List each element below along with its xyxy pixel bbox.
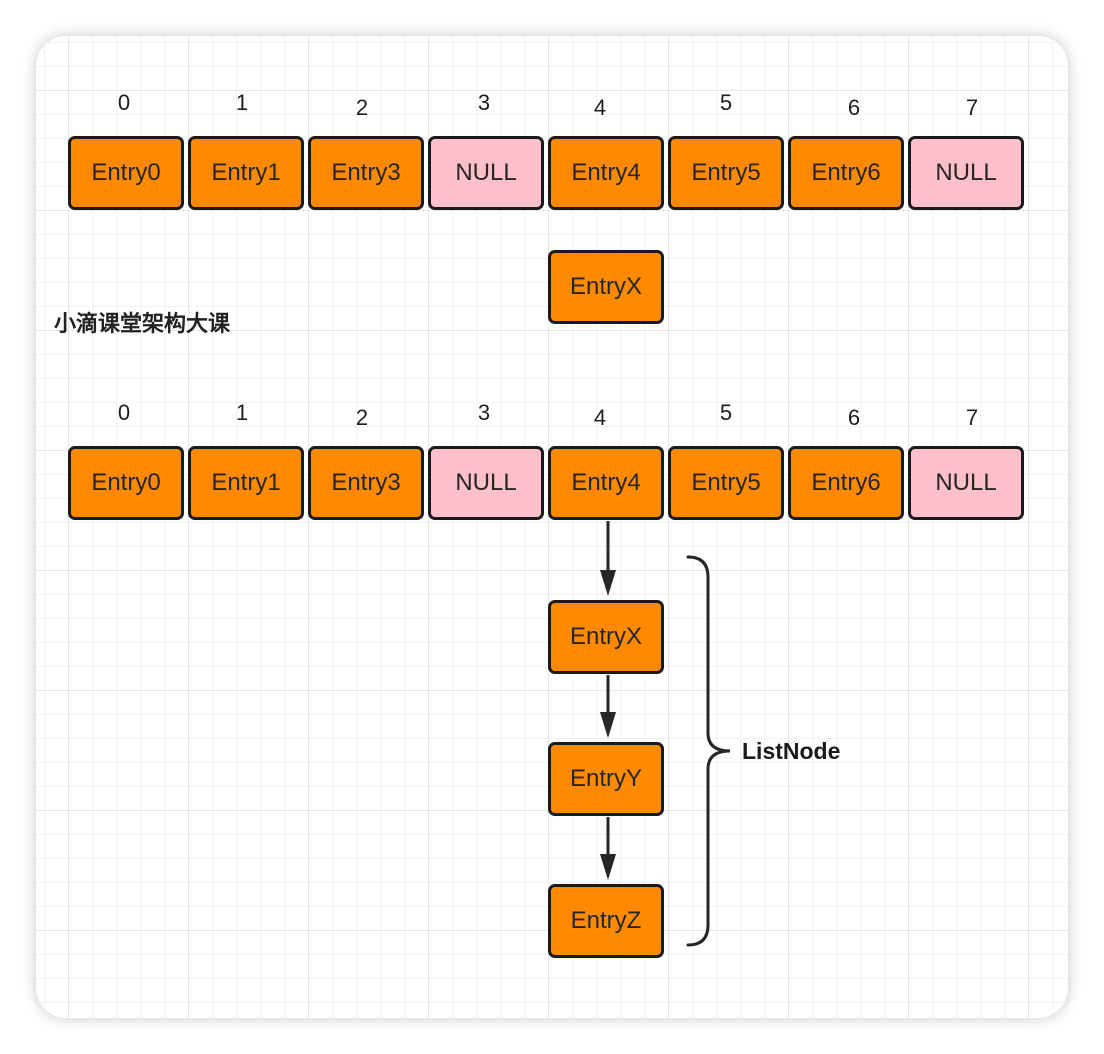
array2-index-2: 2: [355, 405, 369, 430]
array1-index-7: 7: [965, 95, 979, 120]
array1-cell-4: Entry4: [548, 136, 664, 210]
arrow-entryy-to-entryz: [600, 817, 616, 880]
array2-index-6: 6: [847, 405, 861, 430]
array2-index-3: 3: [477, 400, 491, 425]
array1-index-5: 5: [719, 90, 733, 115]
array1-index-3: 3: [477, 90, 491, 115]
array2-cell-0: Entry0: [68, 446, 184, 520]
array1-cell-7: NULL: [908, 136, 1024, 210]
array1-cell-1: Entry1: [188, 136, 304, 210]
array2-cell-2: Entry3: [308, 446, 424, 520]
array2-index-1: 1: [235, 400, 249, 425]
listnode-label: ListNode: [742, 738, 841, 764]
curly-brace: [686, 555, 731, 947]
array1-index-0: 0: [117, 90, 131, 115]
array1-cell-5: Entry5: [668, 136, 784, 210]
array2-cell-5: Entry5: [668, 446, 784, 520]
array2-index-5: 5: [719, 400, 733, 425]
array1-cell-6: Entry6: [788, 136, 904, 210]
array2-cell-3: NULL: [428, 446, 544, 520]
array2-cell-1: Entry1: [188, 446, 304, 520]
arrow-bucket-to-entryx: [600, 521, 616, 596]
array1-cell-0: Entry0: [68, 136, 184, 210]
array1-index-1: 1: [235, 90, 249, 115]
array1-cell-2: Entry3: [308, 136, 424, 210]
array1-index-2: 2: [355, 95, 369, 120]
incoming-entry: EntryX: [548, 250, 664, 324]
array2-index-7: 7: [965, 405, 979, 430]
chain-node-2: EntryZ: [548, 884, 664, 958]
watermark-text: 小滴课堂架构大课: [54, 312, 231, 337]
array1-index-4: 4: [593, 95, 607, 120]
arrow-entryx-to-entryy: [600, 675, 616, 738]
chain-node-0: EntryX: [548, 600, 664, 674]
array1-cell-3: NULL: [428, 136, 544, 210]
array2-index-4: 4: [593, 405, 607, 430]
array2-cell-4: Entry4: [548, 446, 664, 520]
chain-node-1: EntryY: [548, 742, 664, 816]
array2-cell-6: Entry6: [788, 446, 904, 520]
array1-index-6: 6: [847, 95, 861, 120]
array2-cell-7: NULL: [908, 446, 1024, 520]
array2-index-0: 0: [117, 400, 131, 425]
